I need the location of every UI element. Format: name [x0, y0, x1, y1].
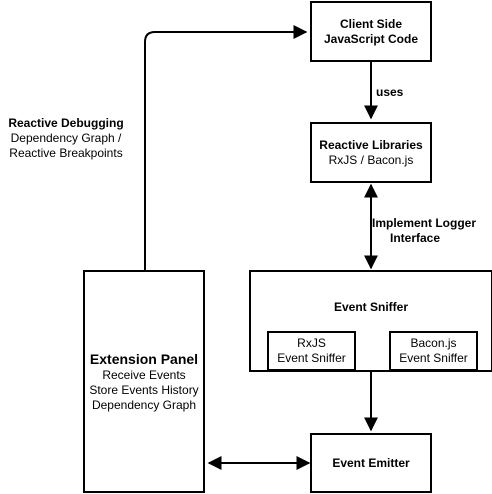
extension-panel-line3: Dependency Graph	[91, 397, 197, 412]
client-code-line1: Client Side	[339, 16, 402, 31]
extension-panel-node: Extension Panel Receive Events Store Eve…	[83, 270, 205, 493]
event-emitter-title: Event Emitter	[332, 455, 410, 470]
edge-debugging-line1: Dependency Graph /	[10, 131, 122, 145]
bacon-sniffer-line2: Event Sniffer	[399, 351, 468, 365]
edge-logger-label-line1: Implement Logger	[372, 216, 477, 230]
edge-logger-label-line2: Interface	[389, 231, 441, 245]
edge-debugging-title: Reactive Debugging	[8, 116, 124, 130]
edge-logger-label: Implement Logger Interface	[372, 216, 477, 246]
rxjs-sniffer-node: RxJS Event Sniffer	[267, 331, 356, 371]
client-code-node: Client Side JavaScript Code	[310, 1, 432, 62]
edge-debugging-line2: Reactive Breakpoints	[9, 146, 123, 160]
rxjs-sniffer-line1: RxJS	[297, 336, 326, 350]
edge-debugging-label: Reactive Debugging Dependency Graph / Re…	[2, 116, 130, 161]
reactive-libraries-subtitle: RxJS / Bacon.js	[328, 152, 414, 167]
reactive-libraries-title: Reactive Libraries	[319, 137, 423, 152]
bacon-sniffer-line1: Bacon.js	[410, 336, 457, 350]
extension-panel-line2: Store Events History	[89, 382, 199, 397]
rxjs-sniffer-line2: Event Sniffer	[277, 351, 346, 365]
edge-uses-label: uses	[376, 85, 404, 99]
event-emitter-node: Event Emitter	[310, 433, 432, 493]
event-sniffer-title: Event Sniffer	[333, 300, 408, 314]
reactive-libraries-node: Reactive Libraries RxJS / Bacon.js	[310, 122, 432, 183]
edge-debugging	[144, 25, 308, 270]
extension-panel-title: Extension Panel	[89, 350, 199, 367]
bacon-sniffer-node: Bacon.js Event Sniffer	[389, 331, 478, 371]
extension-panel-line1: Receive Events	[102, 367, 186, 382]
client-code-line2: JavaScript Code	[323, 31, 419, 46]
